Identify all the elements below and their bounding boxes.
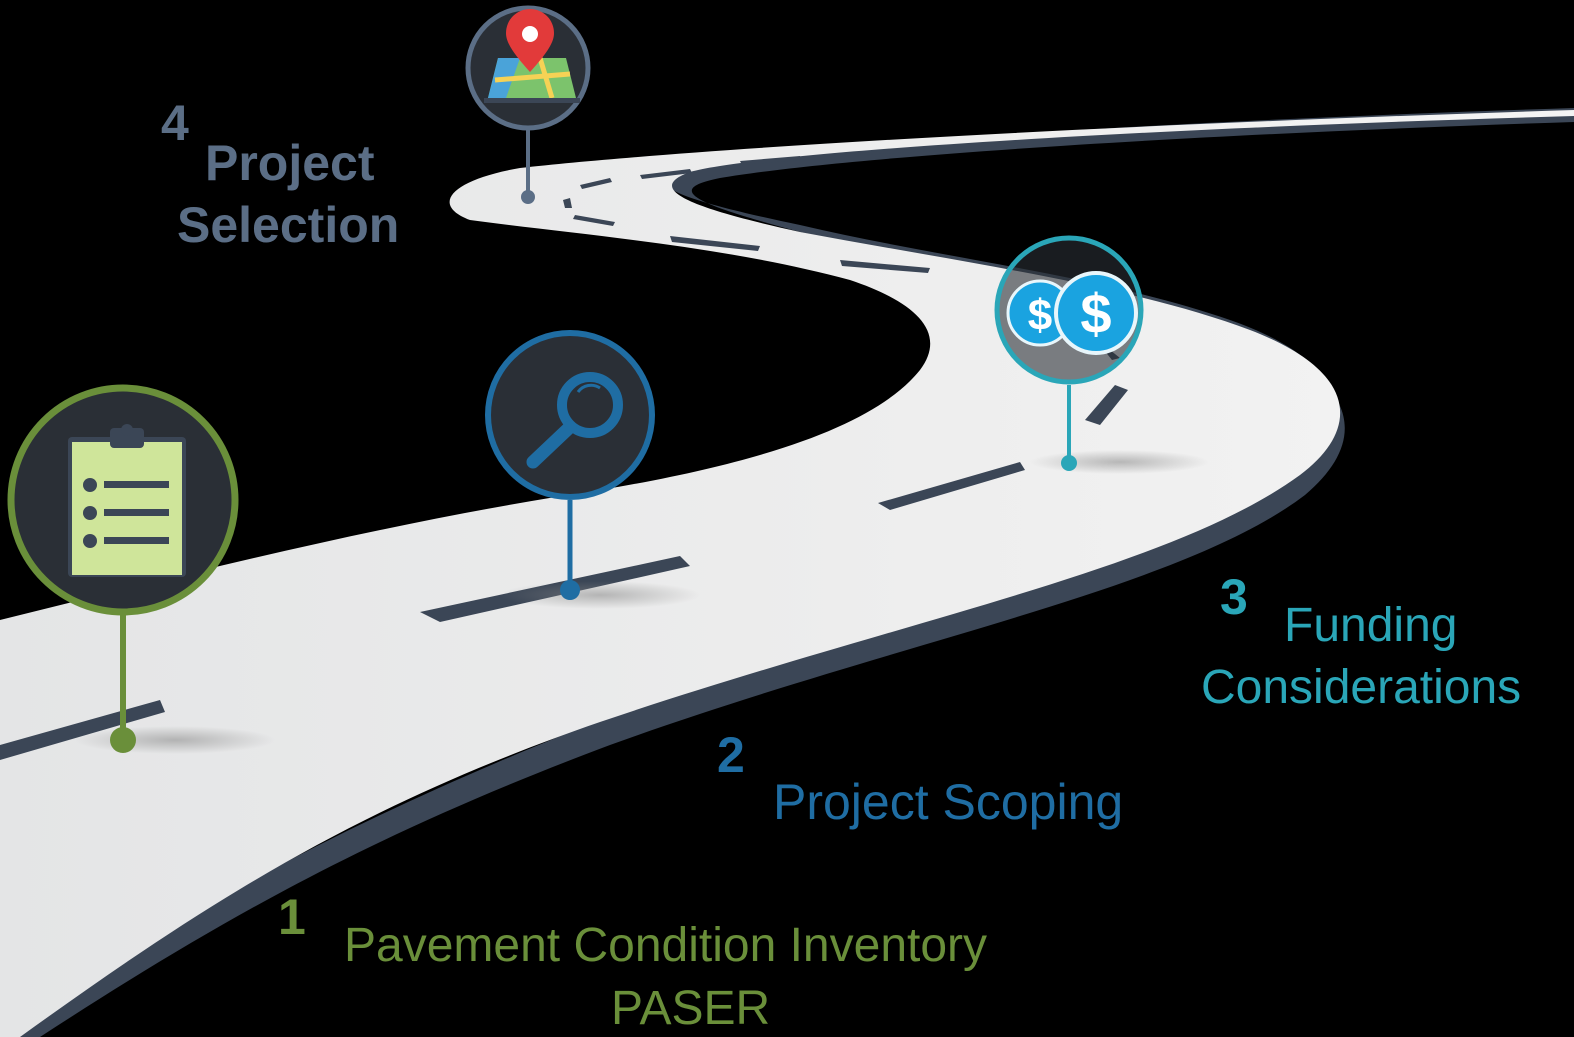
step-3-number: 3	[1220, 569, 1248, 625]
step-4-pin	[465, 5, 591, 204]
map-pin-icon	[484, 9, 580, 103]
road-edge	[0, 108, 1574, 1037]
step-4-title-line1: Project	[205, 135, 375, 191]
step-2-pin	[485, 330, 655, 600]
step-1-pin	[7, 384, 239, 753]
pin-shadow	[1030, 450, 1210, 474]
svg-text:$: $	[1080, 282, 1111, 345]
svg-text:$: $	[1028, 291, 1052, 340]
step-1-title: Pavement Condition Inventory	[344, 919, 988, 972]
magnifier-icon	[526, 372, 623, 469]
step-2-number: 2	[717, 727, 745, 783]
step-1-number: 1	[278, 889, 306, 945]
step-3-pin: $ $	[994, 235, 1144, 471]
clipboard-icon	[68, 424, 186, 577]
step-3-title-line1: Funding	[1284, 599, 1458, 652]
road-surface	[0, 110, 1574, 1037]
step-4-title-line2: Selection	[177, 197, 400, 253]
coins-dollar-icon: $ $	[1006, 271, 1138, 355]
step-4-number: 4	[161, 95, 189, 151]
step-3-title-line2: Considerations	[1201, 661, 1522, 714]
pin-shadow	[75, 726, 275, 754]
pin-shadow	[500, 581, 700, 609]
step-1-subtitle: PASER	[611, 982, 771, 1035]
step-2-title: Project Scoping	[773, 774, 1124, 830]
